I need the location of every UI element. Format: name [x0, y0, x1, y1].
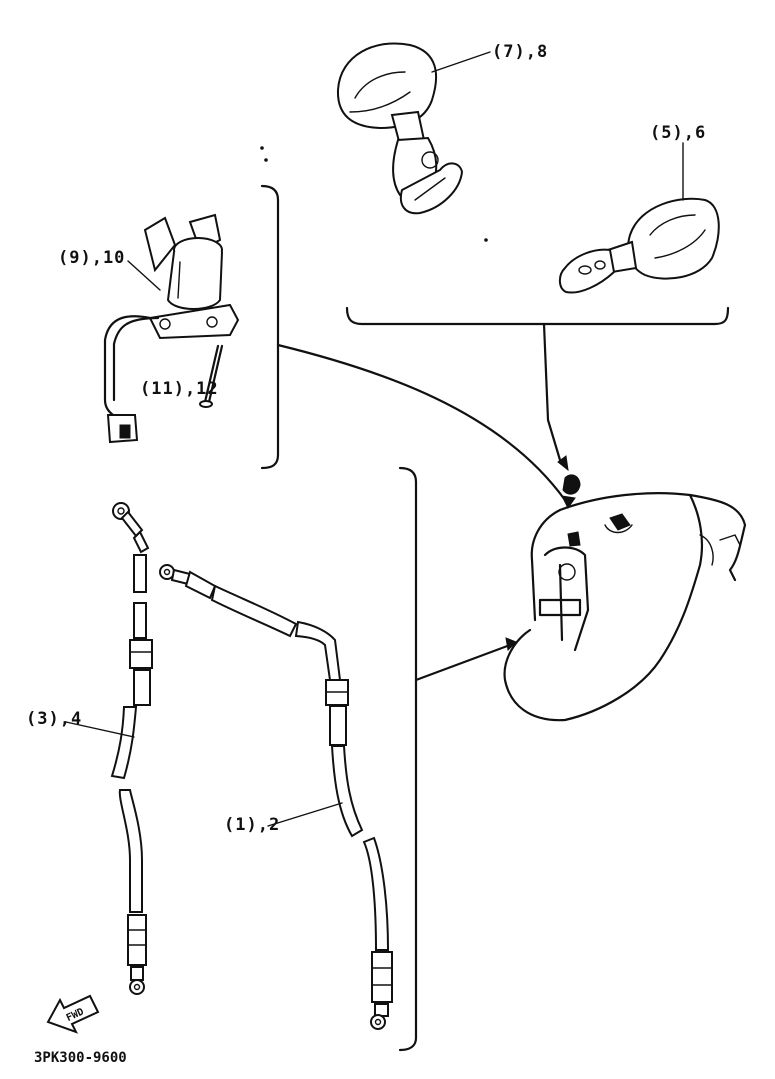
diagram-code: 3PK300-9600: [34, 1050, 127, 1066]
label-mirror-right: (5),6: [650, 123, 706, 143]
label-bolt: (11),12: [140, 379, 219, 399]
bolt: [199, 344, 224, 408]
arrow-line-main-switch: [276, 343, 567, 502]
arrow-line-hoses: [414, 643, 512, 682]
label-mirror-left: (7),8: [492, 42, 548, 62]
arrow-line-mirrors: [542, 322, 562, 462]
bracket-mirrors: [345, 306, 730, 326]
leader-hose-left: [65, 721, 135, 738]
leader-main-switch: [127, 260, 161, 291]
leader-hose-right: [267, 802, 343, 827]
brake-hose-left: [110, 502, 153, 995]
mirror-right: [558, 197, 720, 294]
bracket-main-switch: [260, 184, 280, 470]
forward-arrow-icon: FWD: [46, 994, 100, 1034]
handlebar-assembly: [503, 474, 747, 722]
mirror-left: [336, 42, 464, 215]
main-switch: [103, 213, 240, 444]
leader-mirror-left: [431, 51, 491, 73]
bracket-hoses: [398, 466, 418, 1052]
brake-hose-right: [159, 564, 393, 1030]
label-hose-right: (1),2: [224, 815, 280, 835]
label-main-switch: (9),10: [58, 248, 125, 268]
label-hose-left: (3),4: [26, 709, 82, 729]
